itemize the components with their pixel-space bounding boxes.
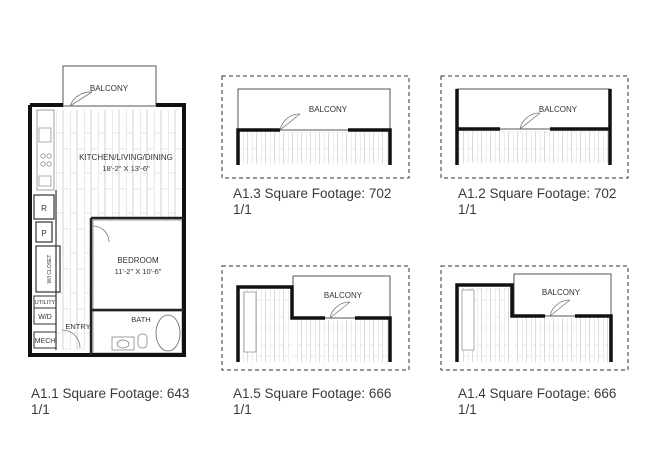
entry-label: ENTRY — [65, 322, 90, 331]
variant-a13-caption: A1.3 Square Footage: 702 1/1 — [233, 186, 391, 218]
sink — [116, 339, 130, 349]
balcony-door-swing — [279, 113, 301, 131]
burner-icon — [46, 161, 52, 167]
variant-a12-plan: BALCONY — [440, 75, 629, 179]
closet-label: W/I CLOSET — [47, 255, 53, 284]
variant-a12-caption: A1.2 Square Footage: 702 1/1 — [458, 186, 616, 218]
balcony-area — [513, 273, 612, 317]
variant-a15-plan: BALCONY — [221, 265, 410, 371]
pantry-label: P — [41, 229, 46, 238]
balcony-area — [456, 88, 611, 130]
caption-title: A1.2 Square Footage: 702 — [458, 186, 617, 201]
pantry-box — [35, 221, 53, 243]
burner-icon — [46, 153, 52, 159]
room-floor — [240, 132, 388, 164]
balcony-label: BALCONY — [324, 291, 363, 300]
bath-label: BATH — [131, 315, 150, 324]
variant-a14-plan: BALCONY — [440, 265, 629, 371]
kitchen-counter — [36, 109, 55, 191]
mech-label: MECH — [35, 338, 56, 345]
room-floor — [514, 318, 609, 362]
bedroom-door-swing — [92, 225, 110, 243]
caption-subtitle: 1/1 — [458, 202, 477, 217]
caption-title: A1.5 Square Footage: 666 — [233, 386, 392, 401]
exterior-wall — [236, 128, 392, 165]
vanity — [111, 336, 135, 351]
balcony-door-swing — [519, 112, 541, 130]
exterior-wall — [455, 283, 613, 362]
room-floor — [459, 131, 609, 163]
variant-frame — [440, 265, 629, 371]
exterior-wall — [236, 285, 392, 362]
balcony-door-swing — [329, 301, 351, 319]
caption-subtitle: 1/1 — [458, 402, 477, 417]
kitchen-dimensions: 18'-2" X 13'-6" — [102, 164, 150, 173]
balcony-area — [237, 88, 391, 131]
variant-a15-caption: A1.5 Square Footage: 666 1/1 — [233, 386, 391, 418]
kitchen-sink — [38, 127, 52, 143]
exterior-wall — [455, 89, 612, 165]
hall-floor — [56, 218, 92, 350]
kitchen-counter — [461, 289, 475, 351]
balcony-area — [292, 275, 391, 319]
caption-title: A1.3 Square Footage: 702 — [233, 186, 392, 201]
variant-frame — [221, 75, 410, 179]
interior-wall — [89, 216, 184, 355]
bathtub — [155, 314, 181, 352]
washer-dryer-label: W/D — [38, 314, 52, 321]
variant-frame — [221, 265, 410, 371]
exterior-wall — [28, 103, 186, 357]
variant-frame — [440, 75, 629, 179]
balcony-door-swing — [549, 299, 571, 317]
balcony-label: BALCONY — [539, 105, 578, 114]
balcony-label: BALCONY — [309, 105, 348, 114]
caption-subtitle: 1/1 — [233, 402, 252, 417]
dishwasher — [38, 175, 52, 187]
refrigerator-box — [33, 194, 55, 220]
kitchen-counter — [243, 291, 257, 353]
refrigerator-label: R — [41, 204, 47, 213]
balcony-label: BALCONY — [90, 84, 129, 93]
main-floor-plan: BALCONY R P W/I CLOSET UTILITY W/D — [28, 65, 186, 357]
utility-label: UTILITY — [35, 300, 56, 306]
kitchen-label: KITCHEN/LIVING/DINING — [79, 153, 173, 162]
balcony-area — [62, 65, 157, 107]
bedroom-label: BEDROOM — [117, 256, 159, 265]
main-plan-caption: A1.1 Square Footage: 643 1/1 — [31, 386, 189, 418]
balcony-label: BALCONY — [542, 288, 581, 297]
variant-a14-caption: A1.4 Square Footage: 666 1/1 — [458, 386, 616, 418]
caption-subtitle: 1/1 — [31, 402, 50, 417]
room-floor — [293, 320, 389, 362]
burner-icon — [40, 153, 46, 159]
caption-title: A1.4 Square Footage: 666 — [458, 386, 617, 401]
bedroom-dimensions: 11'-2" X 10'-6" — [115, 267, 162, 276]
caption-subtitle: 1/1 — [233, 202, 252, 217]
toilet — [137, 333, 148, 349]
entry-door-swing — [61, 329, 81, 349]
caption-title: A1.1 Square Footage: 643 — [31, 386, 190, 401]
burner-icon — [40, 161, 46, 167]
living-floor — [56, 110, 182, 218]
variant-a13-plan: BALCONY — [221, 75, 410, 179]
balcony-door-swing — [69, 91, 93, 107]
